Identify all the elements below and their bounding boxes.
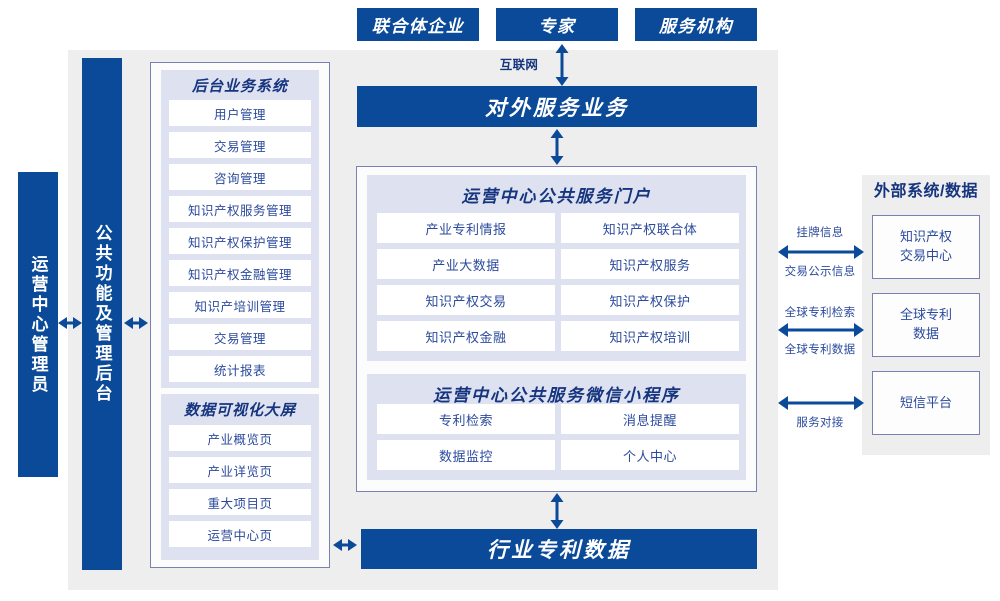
industry-patent-data-band[interactable]: 行业专利数据	[361, 529, 757, 569]
backend-item-5[interactable]: 知识产权金融管理	[169, 260, 311, 286]
external-item-global-patent-data[interactable]: 全球专利 数据	[872, 293, 980, 357]
external-connector-0-label-bottom: 交易公示信息	[784, 266, 856, 278]
external-connector-0-arrow	[778, 242, 864, 262]
portal-item-2[interactable]: 产业大数据	[377, 249, 555, 279]
external-item-2-text: 短信平台	[899, 394, 952, 410]
portal-item-6[interactable]: 知识产权金融	[377, 321, 555, 351]
top-actor-expert[interactable]: 专家	[496, 8, 618, 41]
backend-item-3[interactable]: 知识产权服务管理	[169, 196, 311, 222]
dataviz-item-2[interactable]: 重大项目页	[169, 489, 311, 515]
top-actor-consortium[interactable]: 联合体企业	[357, 8, 479, 41]
portal-item-1[interactable]: 知识产权联合体	[561, 213, 739, 243]
admin-to-backend-arrow	[58, 313, 82, 333]
external-systems-title: 外部系统/数据	[874, 183, 978, 200]
external-connector-1-label-bottom: 全球专利数据	[784, 344, 856, 356]
external-item-1-text: 全球专利 数据	[899, 307, 952, 341]
internet-double-arrow	[552, 44, 572, 86]
backend-item-7[interactable]: 交易管理	[169, 324, 311, 350]
miniprogram-item-0[interactable]: 专利检索	[377, 404, 555, 434]
portal-item-5[interactable]: 知识产权保护	[561, 285, 739, 315]
miniprogram-group-title: 运营中心公共服务微信小程序	[433, 385, 680, 405]
backend-item-4[interactable]: 知识产权保护管理	[169, 228, 311, 254]
left-bar-operation-center-admin[interactable]: 运营中心管理员	[18, 172, 58, 477]
dataviz-item-1[interactable]: 产业详览页	[169, 457, 311, 483]
portal-item-4[interactable]: 知识产权交易	[377, 285, 555, 315]
service-to-portal-arrow	[547, 129, 567, 165]
portal-item-3[interactable]: 知识产权服务	[561, 249, 739, 279]
portal-group-title: 运营中心公共服务门户	[461, 186, 652, 206]
backend-item-0[interactable]: 用户管理	[169, 100, 311, 126]
external-item-sms-platform[interactable]: 短信平台	[872, 371, 980, 435]
left-bar-common-function-backend[interactable]: 公共功能及管理后台	[82, 58, 122, 570]
backend-item-6[interactable]: 知识产培训管理	[169, 292, 311, 318]
portal-item-7[interactable]: 知识产权培训	[561, 321, 739, 351]
dataviz-item-0[interactable]: 产业概览页	[169, 425, 311, 451]
miniprogram-item-2[interactable]: 数据监控	[377, 440, 555, 470]
external-service-band[interactable]: 对外服务业务	[357, 86, 757, 127]
top-actor-service-org[interactable]: 服务机构	[635, 8, 757, 41]
external-item-0-text: 知识产权 交易中心	[899, 229, 952, 263]
dataviz-group-title: 数据可视化大屏	[183, 401, 296, 419]
backend-item-8[interactable]: 统计报表	[169, 356, 311, 382]
portal-item-0[interactable]: 产业专利情报	[377, 213, 555, 243]
external-connector-2-arrow	[778, 393, 864, 413]
dataviz-item-3[interactable]: 运营中心页	[169, 521, 311, 547]
backend-item-1[interactable]: 交易管理	[169, 132, 311, 158]
backend-business-group-title: 后台业务系统	[191, 77, 288, 95]
external-connector-1-label-top: 全球专利检索	[784, 307, 856, 319]
backend-to-modules-arrow	[124, 313, 148, 333]
backend-item-2[interactable]: 咨询管理	[169, 164, 311, 190]
external-connector-0-label-top: 挂牌信息	[796, 227, 844, 239]
miniprogram-item-1[interactable]: 消息提醒	[561, 404, 739, 434]
portal-to-bottom-arrow	[547, 493, 567, 529]
connector-internet-label: 互联网	[499, 58, 539, 72]
miniprogram-item-3[interactable]: 个人中心	[561, 440, 739, 470]
external-connector-1-arrow	[778, 320, 864, 340]
panel-to-bottom-arrow	[333, 535, 357, 555]
external-item-ip-exchange-center[interactable]: 知识产权 交易中心	[872, 215, 980, 279]
external-connector-2-label-bottom: 服务对接	[796, 417, 844, 429]
